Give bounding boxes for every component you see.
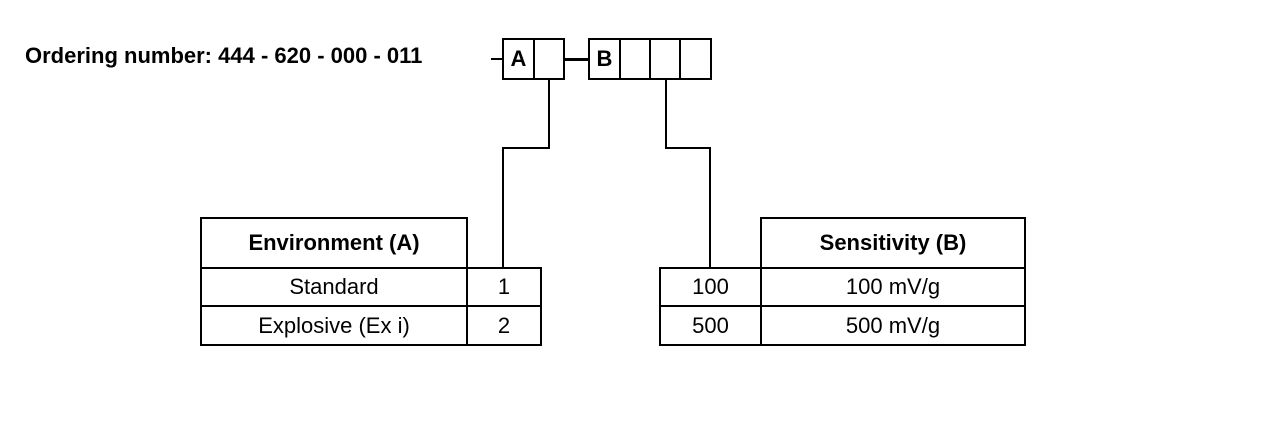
connector-b-vertical-bottom [709,147,711,269]
connector-dash-b [565,58,589,61]
connector-a-vertical-top [548,80,550,149]
connector-dash-a [491,58,503,60]
sensitivity-row-code: 500 [659,305,762,346]
code-box-b: B [588,38,621,80]
sensitivity-row-label: 100 mV/g [760,267,1026,307]
environment-row-code: 2 [466,305,542,346]
connector-b-horizontal [665,147,711,149]
sensitivity-table-header: Sensitivity (B) [760,217,1026,269]
connector-a-vertical-bottom [502,147,504,269]
environment-row-label: Explosive (Ex i) [200,305,468,346]
code-box-a2 [533,38,565,80]
connector-b-vertical-top [665,80,667,149]
connector-a-horizontal [502,147,550,149]
code-box-a: A [502,38,535,80]
code-box-b2 [619,38,651,80]
ordering-number-title: Ordering number: 444 - 620 - 000 - 011 [25,42,422,70]
environment-row-code: 1 [466,267,542,307]
ordering-label: Ordering number: [25,43,213,68]
environment-row-label: Standard [200,267,468,307]
environment-table-header: Environment (A) [200,217,468,269]
sensitivity-row-code: 100 [659,267,762,307]
ordering-number: 444 - 620 - 000 - 011 [218,43,423,68]
sensitivity-row-label: 500 mV/g [760,305,1026,346]
code-box-b4 [679,38,712,80]
code-box-b3 [649,38,681,80]
